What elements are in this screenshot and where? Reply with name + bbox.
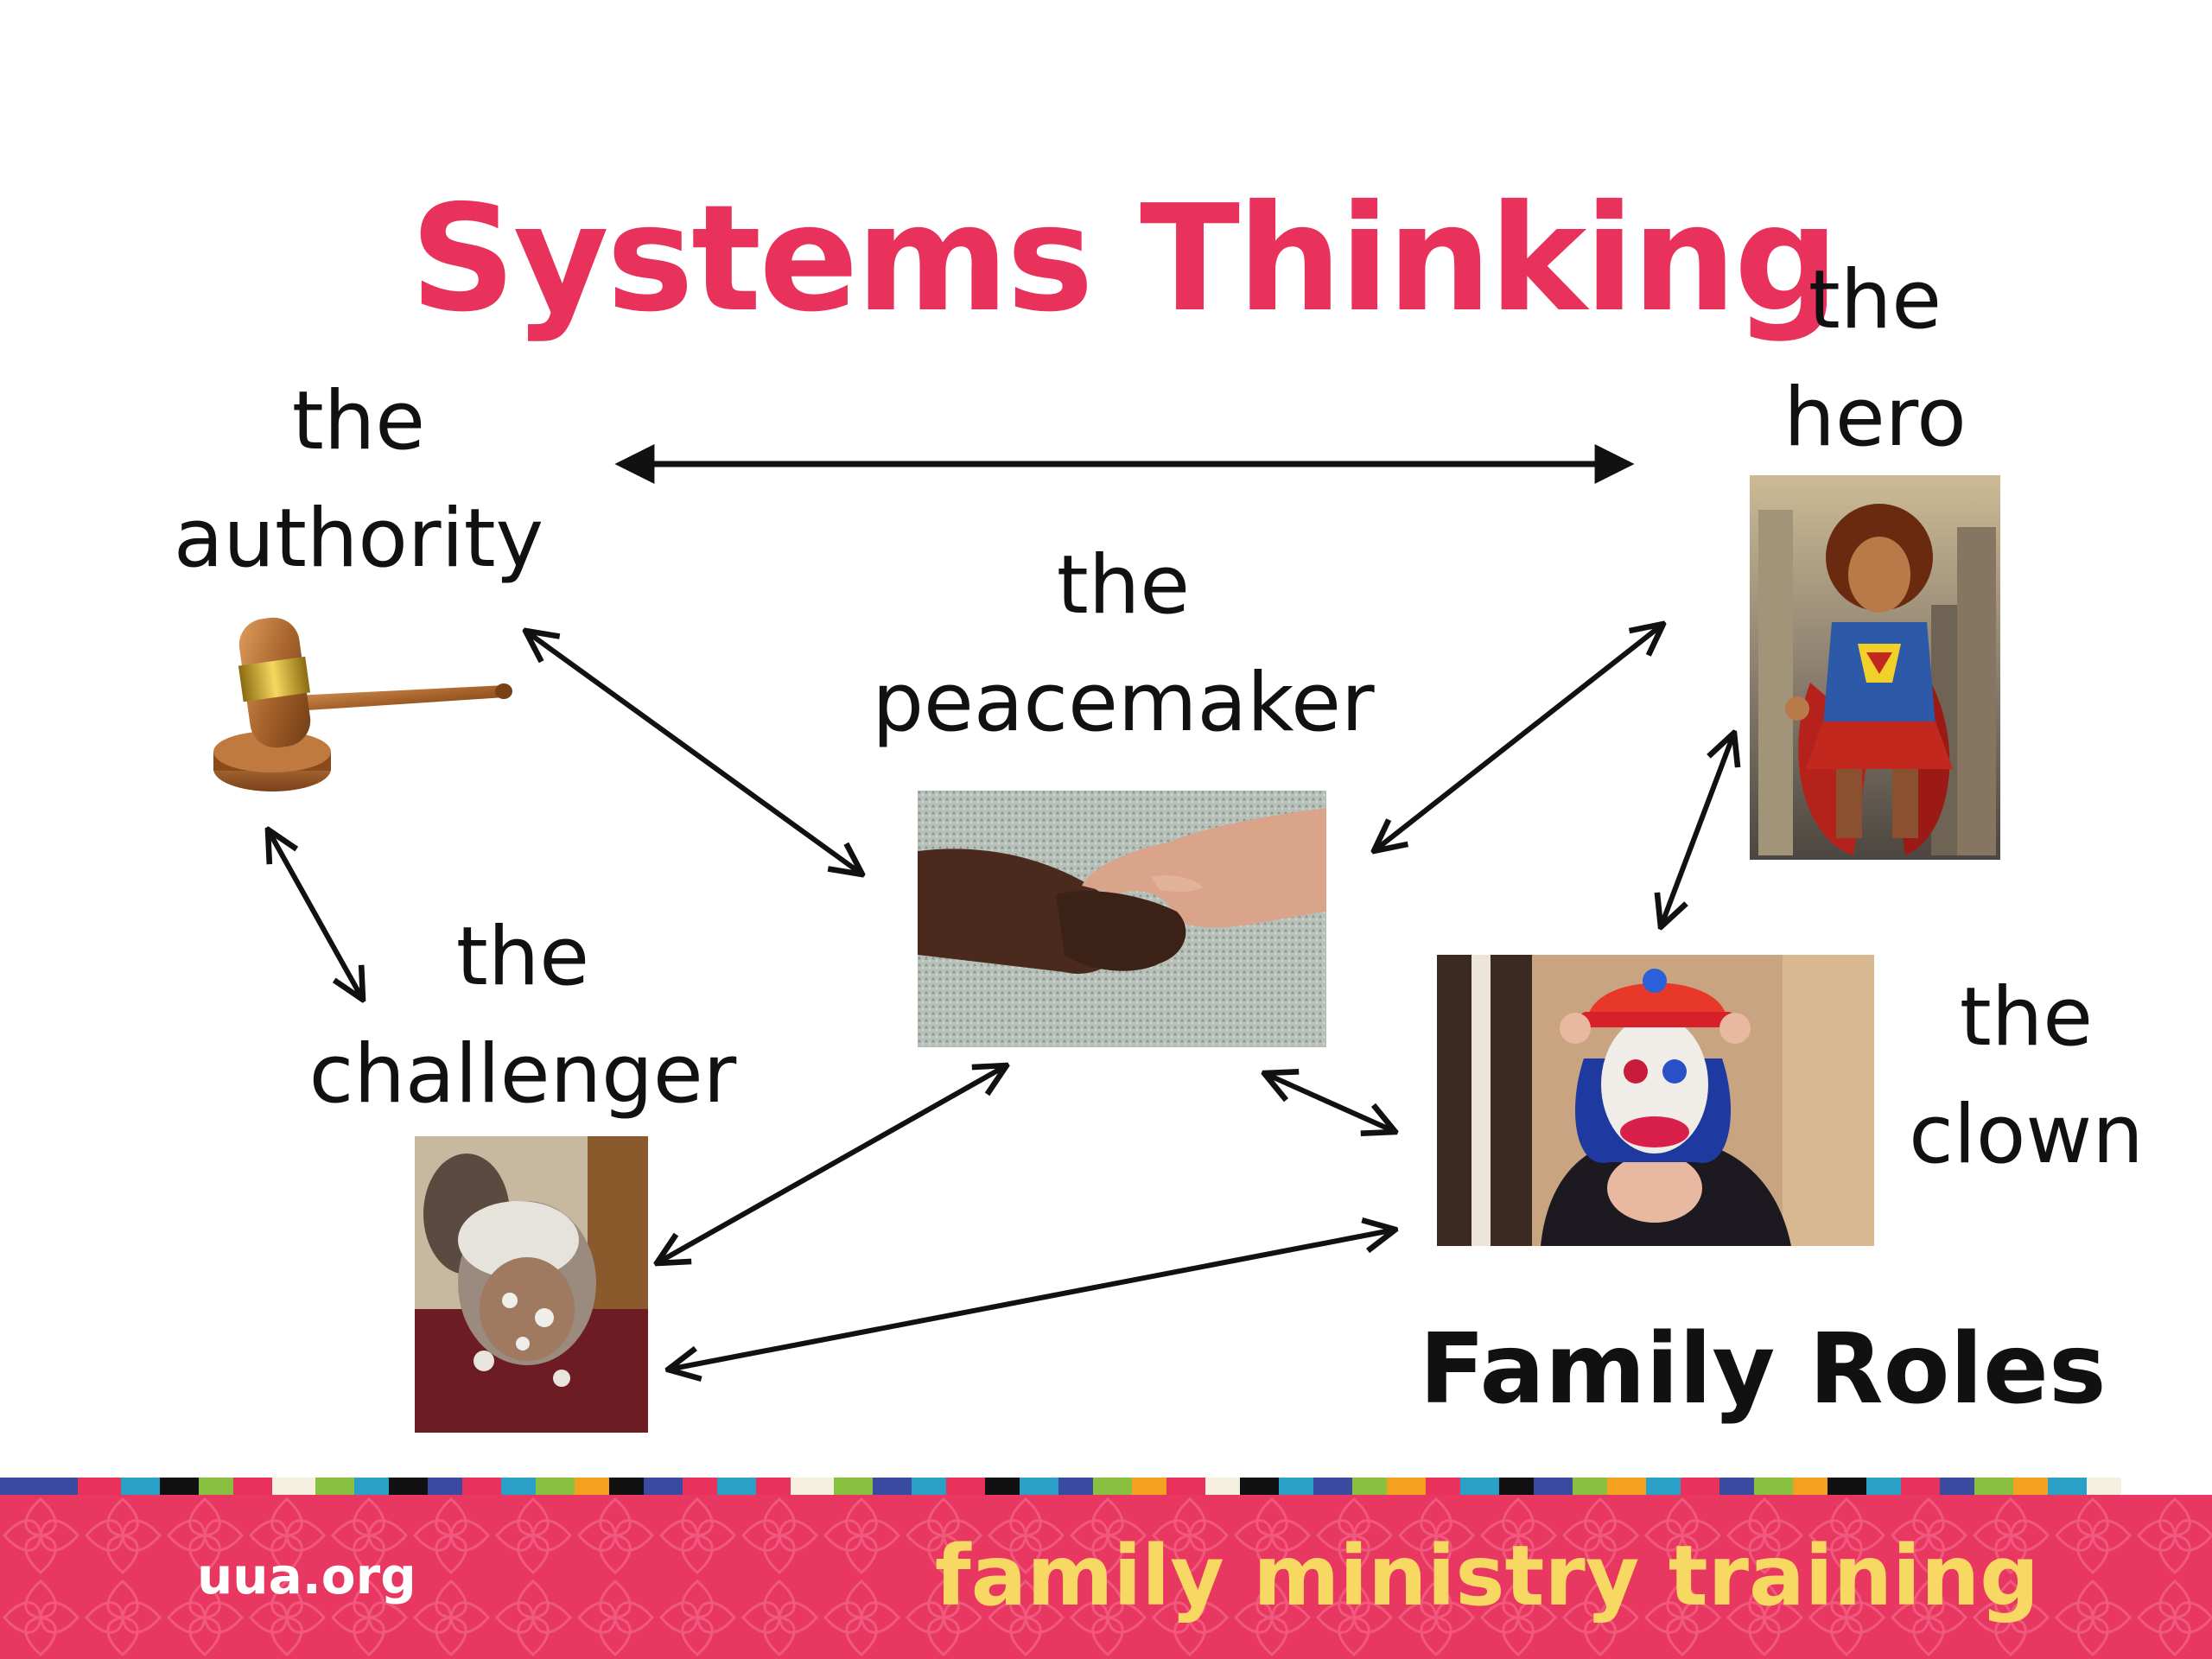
- label-hero: the hero: [1745, 242, 2005, 477]
- arrow-peacemaker-challenger: [657, 1065, 1007, 1263]
- challenger-image: [415, 1136, 648, 1433]
- label-authority-line2: authority: [173, 492, 544, 586]
- arrow-authority-challenger: [268, 830, 363, 1000]
- footer-band: uua.org family ministry training: [0, 1495, 2212, 1659]
- clown-image: [1437, 955, 1874, 1246]
- label-authority-line1: the: [291, 374, 426, 468]
- arrow-peacemaker-clown: [1264, 1073, 1395, 1132]
- arrow-hero-clown: [1661, 733, 1734, 927]
- slide-title-text: Systems Thinking: [410, 174, 1840, 345]
- label-challenger-line1: the: [455, 910, 590, 1004]
- label-peacemaker: the peacemaker: [821, 527, 1426, 762]
- arrow-challenger-clown: [668, 1230, 1395, 1370]
- label-hero-line1: the: [1808, 253, 1942, 347]
- label-clown-line2: clown: [1909, 1088, 2144, 1182]
- label-clown-line1: the: [1959, 970, 2094, 1065]
- arrow-hero-peacemaker: [1374, 624, 1663, 851]
- hero-image: [1750, 475, 2000, 860]
- arrow-authority-peacemaker: [525, 631, 862, 874]
- label-peacemaker-line2: peacemaker: [872, 656, 1375, 750]
- label-peacemaker-line1: the: [1056, 538, 1191, 632]
- label-authority: the authority: [130, 363, 588, 598]
- gavel-image: [212, 601, 512, 804]
- footer-program-text: family ministry training: [934, 1528, 2039, 1624]
- decorative-stripe: [0, 1478, 2212, 1497]
- label-hero-line2: hero: [1783, 371, 1967, 465]
- handshake-image: [918, 791, 1326, 1047]
- family-roles-heading: Family Roles: [1419, 1313, 2107, 1426]
- footer-pattern: [0, 1495, 2212, 1659]
- label-clown: the clown: [1884, 959, 2169, 1194]
- slide-title: Systems Thinking: [0, 186, 2212, 333]
- footer-site-text: uua.org: [197, 1547, 416, 1605]
